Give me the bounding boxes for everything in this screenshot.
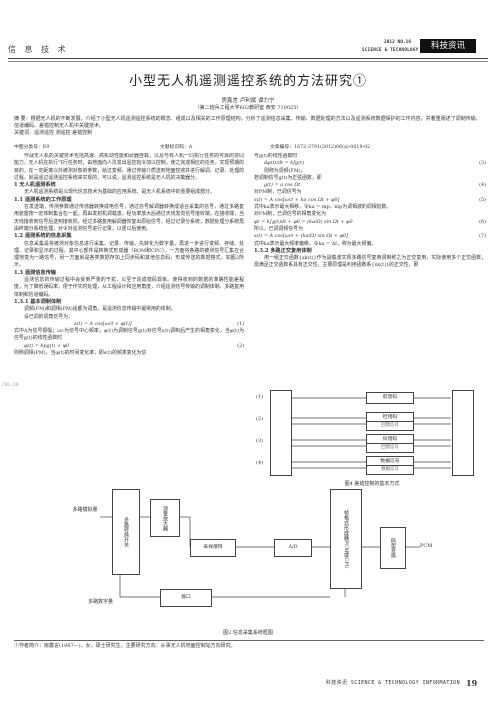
fig4-row-3-number: (3) xyxy=(256,438,264,444)
section-1-3-1-heading: 1.3.1 基本调制体制 xyxy=(14,298,62,305)
document-code: 文献标识码：A xyxy=(160,145,193,150)
figure-2: 多路模拟量 多路转换开关 测量放大器 采样保持 A/D 帧格式形成器PCM或CP… xyxy=(60,487,460,629)
fig2-amplifier: 测量放大器 xyxy=(150,499,180,537)
fig2-pcm-output: PCM xyxy=(420,543,433,549)
section-1-heading: 1 无人机遥测系统 xyxy=(14,182,56,189)
section-1-1-heading: 1.1 遥测系统的工作原理 xyxy=(14,196,72,203)
equation-6-number: (6) xyxy=(479,218,486,225)
section-1-text: 无人机遥测系统是以现代信息技术为基础的应用系统，是无人机系统中的重要组成部分。 xyxy=(24,189,215,196)
section-1-3-1-text: 调频(FM)和调相(PM)遥都为调角，是遥测信息传输中最常用的体制。 xyxy=(24,306,176,313)
journal-badge: 科技资讯 xyxy=(420,39,476,53)
side-watermark: CDG.CN xyxy=(2,383,19,388)
fig4-feedback-2: 回馈信号 xyxy=(366,443,414,453)
fig2-code-converter: 码型变换 xyxy=(380,527,406,569)
fig4-sender-block xyxy=(270,390,292,476)
section-1-3-text: 遥测信息的传输过程中会受到严重的干扰，以至于造成错码现象。使得收到的数据的准确性… xyxy=(14,277,244,298)
sine-signal-text: 若调制信号g(t)为正弦函数，即 xyxy=(254,174,322,181)
equation-6-body: φt = k∫g(t)dt + φ0 = (ka/Ω) sin Ωt + φ0 xyxy=(254,218,353,225)
equation-1-body: s(t) = A cos[ωct + φ(t)] xyxy=(74,320,132,327)
max-phase-text: 式中ka表示最大相移，令ka = mp，mp为调相波的调相指数。 xyxy=(254,204,392,211)
fm-phase-text: 对FM制，已调信号的相角变化为 xyxy=(254,211,326,218)
clc-number: 中图分类号：E9 xyxy=(14,145,50,150)
footnote: ①作者简介：房鑫言(1987—)，女，硕士研究生，主要研究方向：从事无人机地面控… xyxy=(14,643,236,649)
section-1-3-2-text: 用一组正交函数{xk(t)}作为副载波实现多路信号复用调制称之为正交复用，实际使… xyxy=(254,255,486,269)
fig2-sample-hold: 采样保持 xyxy=(190,539,236,557)
fig2-interface: 接口 xyxy=(160,589,212,607)
year-issue: 2012 NO.16 xyxy=(384,40,412,45)
equation-5: s(t) = A cos[ωct + ka cos Ωt + φ0] (5) xyxy=(254,197,486,204)
intro-paragraph: 作战无人机的关键技术包括高速、高机动性能和武器挂载，以及与有人机一同执行任务的可… xyxy=(14,153,244,181)
equation-7-number: (7) xyxy=(479,233,486,240)
article-number: 文章编号：1672-3791(2012)06(a)-0019-02 xyxy=(270,145,371,150)
keywords: 关键词：遥测遥控 测遥控 差错控制 xyxy=(14,130,93,136)
equation-6: φt = k∫g(t)dt + φ0 = (ka/Ω) sin Ωt + φ0 … xyxy=(254,219,486,226)
equation-2-desc: 则称调相(PM)，当φ(t)的时间变化率，即s(t)的频率变化为信 xyxy=(14,350,147,357)
fig4-data-signal-2: 数据信号 xyxy=(366,465,414,475)
section-1-3-heading: 1.3 遥测信息传输 xyxy=(14,269,56,276)
abstract-text: 摘 要：根据无人机的不断发展，介绍了小型无人机遥测遥控系统的概念、组成以及相关的… xyxy=(14,116,481,129)
right-column: 号g(t)的线性函数时 dφ(t)/dt = kfg(t) (3) 则称为调频(… xyxy=(254,153,486,385)
fig4-row-4-number: (4) xyxy=(256,460,264,466)
equation-2: φ(t) = kpg(t) + φ0 (2) xyxy=(14,343,244,350)
fig4-receiver-block xyxy=(452,390,474,476)
equation-4: g(t) = a cos Ωt (4) xyxy=(254,182,486,189)
equation-7-body: s(t) = A cos[ωct + (ka/Ω) sin Ωt + φ0] xyxy=(254,233,348,240)
fm-definition: 则称为调频(FM)， xyxy=(264,167,306,174)
fig2-multiplexer: 多路转换开关 xyxy=(112,489,140,575)
header-rule xyxy=(8,58,488,59)
section-1-1-text: 在发送端，传测参数通过传感器转换成电信号，通过信号解调器转换成适合采集的信号，通… xyxy=(14,204,244,232)
fm-signal-text: 所以，已调调频信号为 xyxy=(254,225,303,232)
footer-journal: 科技资讯 SCIENCE & TECHNOLOGY INFORMATION xyxy=(325,680,460,686)
journal-name-en: SCIENCE & TECHNOLOGY INFORMATION xyxy=(362,47,453,52)
pm-text: 对PM制，已调信号为 xyxy=(254,189,302,196)
max-deviation-text: 式中ka表示最大频率偏移，令ka = Δf，称为最大频偏。 xyxy=(254,240,377,247)
page-number: 19 xyxy=(466,678,478,688)
left-column: 作战无人机的关键技术包括高速、高机动性能和武器挂载，以及与有人机一同执行任务的可… xyxy=(14,153,244,478)
eq3-intro: 号g(t)的线性函数时 xyxy=(254,153,298,159)
section-label: 信 息 技 术 xyxy=(8,45,69,54)
fig4-row-1-number: (1) xyxy=(256,394,264,400)
equation-1: s(t) = A cos[ωct + φ(t)] (1) xyxy=(14,321,244,328)
equation-5-body: s(t) = A cos[ωct + ka cos Ωt + φ0] xyxy=(254,196,340,203)
figure-2-caption: 图2 信息采集系统框图 xyxy=(223,630,273,636)
fig4-row-2-number: (2) xyxy=(256,416,264,422)
equation-3-body: dφ(t)/dt = kfg(t) xyxy=(264,160,304,167)
header-rule-thin xyxy=(8,61,488,62)
section-1-2-text: 信息采集是将被测对象信息进行采集、记录、传输，先转化为数字量，再进一步进行变频、… xyxy=(14,240,244,269)
fig2-frame-former-cpu: 帧格式形成器PCM或CPU xyxy=(330,489,362,589)
fig2-ad-converter: A/D xyxy=(274,539,312,557)
equation-7: s(t) = A cos[ωct + (ka/Ω) sin Ωt + φ0] (… xyxy=(254,233,486,240)
footnote-rule xyxy=(14,640,484,641)
equation-3: dφ(t)/dt = kfg(t) (3) xyxy=(254,160,486,167)
article-title: 小型无人机遥测遥控系统的方法研究① xyxy=(128,74,367,89)
equation-5-number: (5) xyxy=(479,196,486,203)
authors: 房鑫言 卢利斌 谭力宁 xyxy=(221,98,275,104)
equation-1-desc: 式中A为信号振幅；ωc为信号中心频率；φ(t)为调制信号g(t)对信号s(t)调… xyxy=(14,328,244,342)
affiliation: （第二炮兵工程大学602教研室 西安 710025） xyxy=(194,105,302,111)
equation-2-number: (2) xyxy=(237,342,244,349)
equation-intro: 设已调的调角信号为： xyxy=(24,313,73,320)
section-1-3-2-heading: 1.3.2 多路正交复用体制 xyxy=(254,247,312,254)
fig2-analog-input: 多路模拟量 xyxy=(72,507,98,513)
fig2-digital-input: 多路数字量 xyxy=(88,599,114,605)
equation-4-number: (4) xyxy=(479,182,486,189)
equation-3-number: (3) xyxy=(479,160,486,167)
fig4-feedback-1: 回馈信号 xyxy=(366,421,414,431)
equation-1-number: (1) xyxy=(237,320,244,327)
abstract: 摘 要：根据无人机的不断发展，介绍了小型无人机遥测遥控系统的概念、组成以及相关的… xyxy=(14,116,484,137)
figure-4: (1) (2) (3) (4) 前馈码 检错码 回馈信号 纠错码 回馈信号 数据… xyxy=(256,390,488,478)
equation-2-body: φ(t) = kpg(t) + φ0 xyxy=(24,342,70,349)
section-1-2-heading: 1.2 遥测系统的信息采集 xyxy=(14,233,72,240)
fig4-feedforward-code: 前馈码 xyxy=(366,392,414,404)
equation-4-body: g(t) = a cos Ωt xyxy=(264,182,301,189)
figure-4-caption: 图4 差错控制的基本方式 xyxy=(344,481,400,487)
